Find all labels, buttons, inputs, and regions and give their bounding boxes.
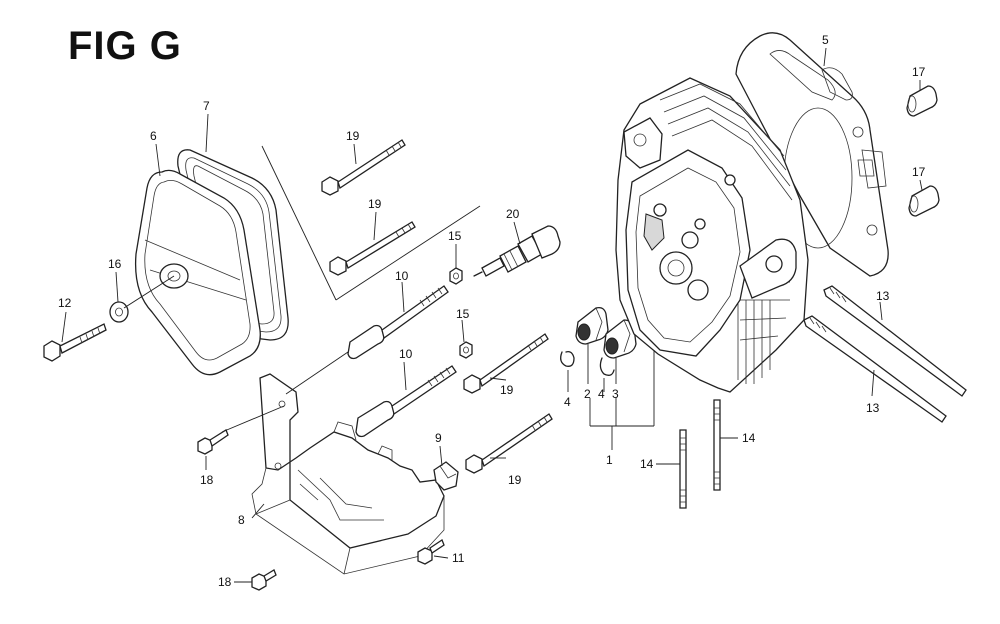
cylinder-head [615, 77, 809, 393]
cylinder-head-gasket [735, 32, 889, 277]
valve-guide-ex [575, 306, 609, 345]
callout-12: 12 [58, 296, 72, 310]
callout-15-lower: 15 [456, 307, 470, 321]
callout-15-upper: 15 [448, 229, 462, 243]
callout-6: 6 [150, 129, 157, 143]
head-bolt-lower-1 [463, 333, 549, 394]
callout-19-top: 19 [346, 129, 360, 143]
callout-2: 2 [584, 387, 591, 401]
callout-10-lower: 10 [399, 347, 413, 361]
bracket-bolt-upper [197, 429, 229, 455]
stud-left [679, 429, 687, 509]
callout-17-upper: 17 [912, 65, 926, 79]
bracket-flange-bolt [417, 539, 445, 565]
callout-13-upper: 13 [876, 289, 890, 303]
dowel-pin-upper [906, 85, 938, 117]
figure-title: FIG G [68, 24, 182, 68]
callout-labels: 1 2 3 4 4 5 6 7 8 9 10 10 11 12 13 13 14… [58, 33, 926, 589]
valve-clip-left [560, 350, 575, 367]
nut-lower [459, 341, 473, 359]
head-bolt-upper-1 [321, 139, 406, 196]
shroud-bracket [251, 373, 445, 575]
head-bolt-lower-2 [465, 413, 553, 474]
cover-flange-bolt [43, 323, 107, 362]
callout-19-third: 19 [500, 383, 514, 397]
callout-19-second: 19 [368, 197, 382, 211]
cover-gasket [177, 149, 289, 341]
dowel-pin-lower [908, 185, 940, 217]
callout-8: 8 [238, 513, 245, 527]
callout-20: 20 [506, 207, 520, 221]
callout-19-bottom: 19 [508, 473, 522, 487]
callout-18-lower: 18 [218, 575, 232, 589]
valve-guide-in [603, 319, 637, 359]
head-bolt-upper-2 [329, 221, 416, 276]
callout-14-left: 14 [640, 457, 654, 471]
sealing-washer [109, 301, 129, 323]
callout-11: 11 [452, 551, 465, 565]
callout-13-lower: 13 [866, 401, 880, 415]
spark-plug [473, 225, 561, 277]
cylinder-head-cover [134, 169, 261, 376]
callout-7: 7 [203, 99, 210, 113]
stud-bolt-lower [355, 365, 457, 438]
stud-right [713, 399, 721, 491]
callout-10-upper: 10 [395, 269, 409, 283]
callout-1: 1 [606, 453, 613, 467]
callout-5: 5 [822, 33, 829, 47]
callout-4-right: 4 [598, 387, 605, 401]
callout-4-left: 4 [564, 395, 571, 409]
assembly-frame-lines [261, 145, 481, 301]
callout-3: 3 [612, 387, 619, 401]
valve-clip-right [599, 357, 615, 376]
long-stud-upper [823, 285, 967, 397]
nut-upper [449, 267, 463, 285]
callout-17-lower: 17 [912, 165, 926, 179]
leader-lines [61, 47, 923, 583]
stud-bolt-upper [347, 285, 449, 360]
callout-14-right: 14 [742, 431, 756, 445]
bracket-bolt-lower [251, 569, 277, 591]
callout-16: 16 [108, 257, 122, 271]
wire-clamp [433, 461, 459, 491]
long-stud-lower [803, 315, 947, 423]
callout-18-upper: 18 [200, 473, 214, 487]
callout-9: 9 [435, 431, 442, 445]
